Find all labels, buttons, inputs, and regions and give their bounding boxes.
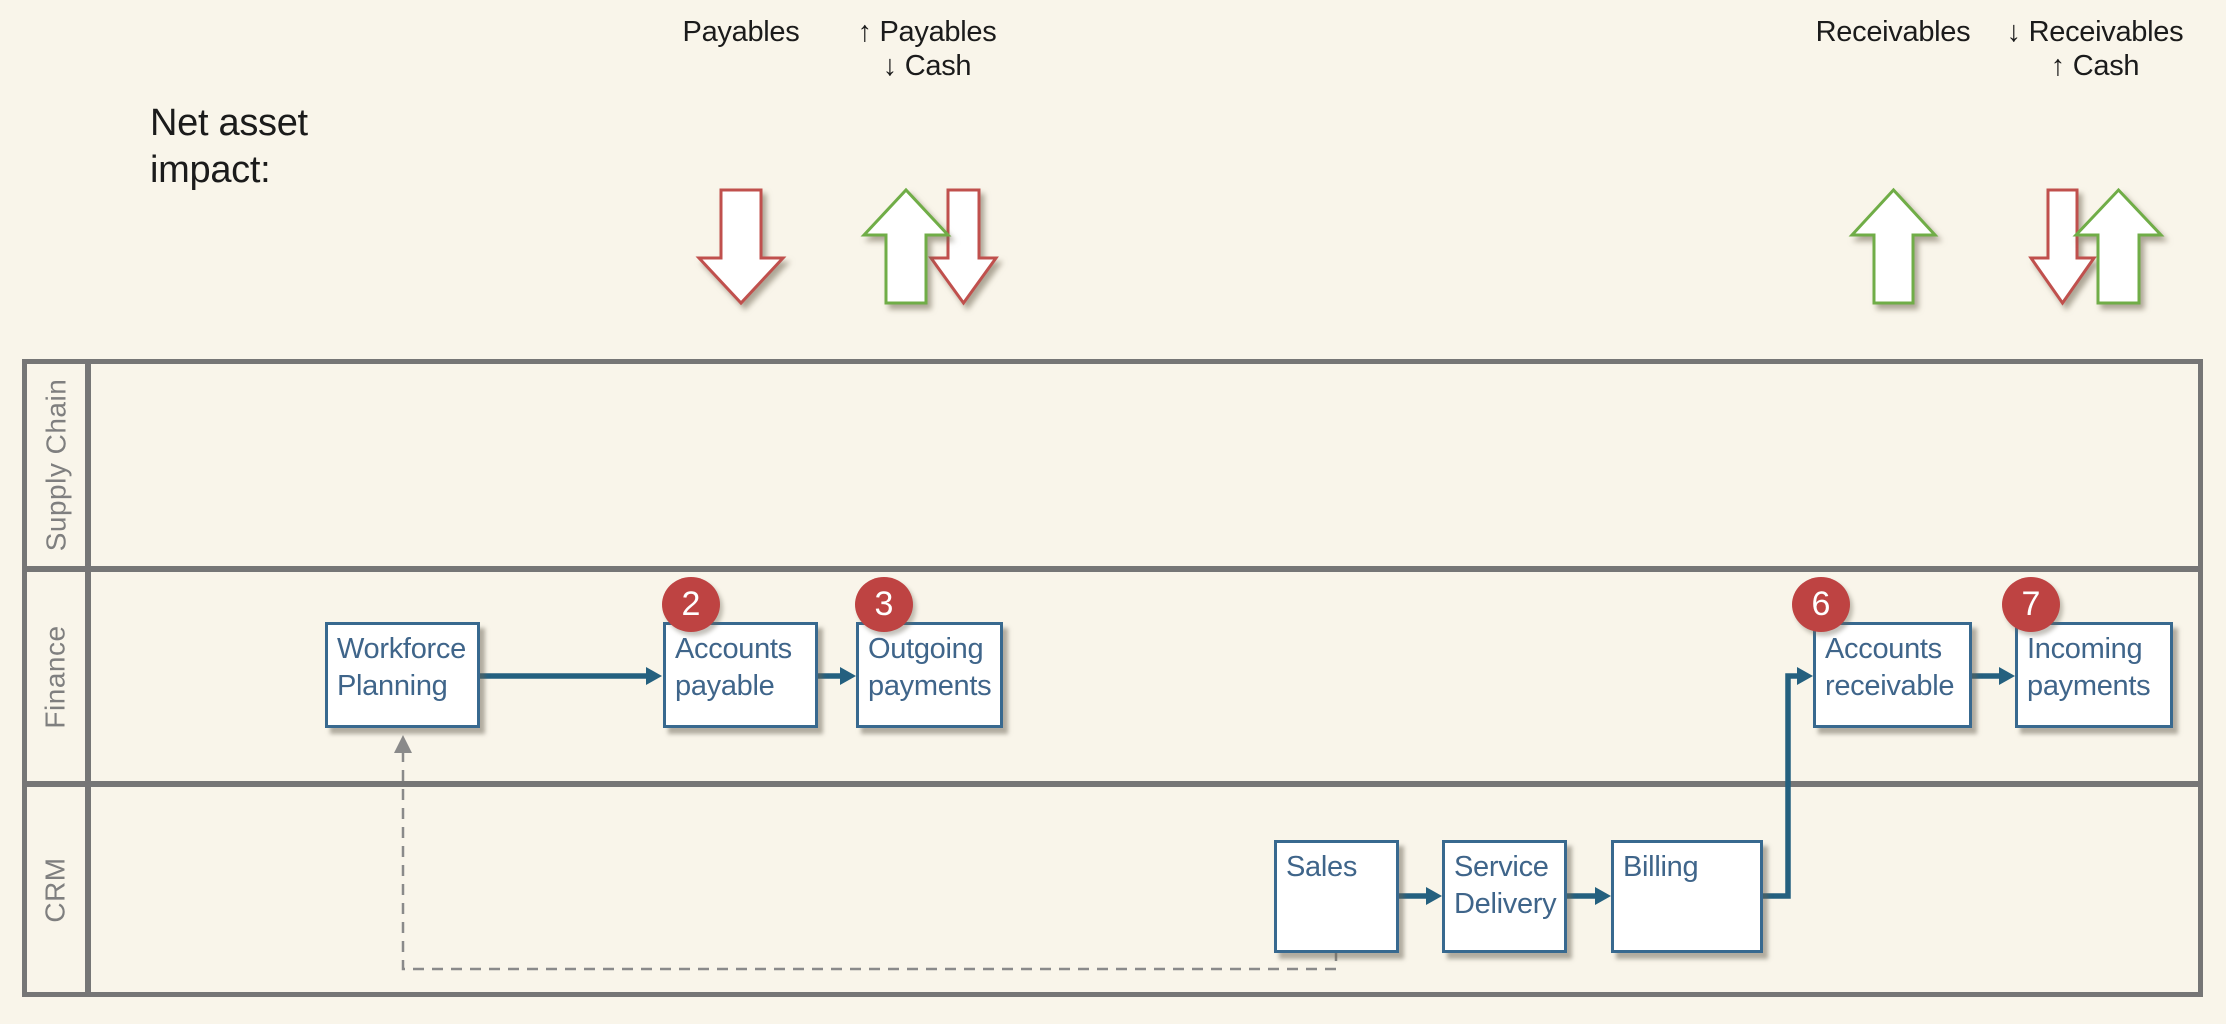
step-badge-number: 3 xyxy=(874,585,894,623)
node-outgoing-payments[interactable]: Outgoing payments xyxy=(856,622,1003,728)
receivables-impact-label: ↓ Receivables ↑ Cash xyxy=(1985,15,2205,83)
node-billing[interactable]: Billing xyxy=(1611,840,1763,953)
step-badge-number: 7 xyxy=(2021,585,2041,623)
node-label: Incoming payments xyxy=(2027,633,2151,702)
payables-impact-line2: ↓ Cash xyxy=(882,50,972,82)
step-badge-number: 2 xyxy=(681,585,701,623)
node-label: Accounts receivable xyxy=(1825,633,1955,702)
node-label: Accounts payable xyxy=(675,633,792,702)
receivables-column-label: Receivables xyxy=(1815,16,1971,48)
page-title: Net asset impact: xyxy=(150,102,308,191)
step-badge-3: 3 xyxy=(855,577,913,632)
step-badge-6: 6 xyxy=(1792,577,1850,632)
swimlane-table xyxy=(22,359,2203,997)
lane-header-supply-chain: Supply Chain xyxy=(27,364,85,566)
lane-divider-supplychain-finance xyxy=(27,566,2198,572)
lane-label: Supply Chain xyxy=(40,378,71,552)
node-label: Outgoing payments xyxy=(868,633,992,702)
step-badge-2: 2 xyxy=(662,577,720,632)
receivables-net-increase-arrow-icon xyxy=(1848,187,1939,305)
node-label: Sales xyxy=(1286,851,1358,883)
receivables-down-cash-up-arrows-icon xyxy=(2028,187,2165,306)
receivables-impact-line2: ↑ Cash xyxy=(2050,50,2140,82)
lane-label: Finance xyxy=(40,624,71,729)
step-badge-7: 7 xyxy=(2002,577,2060,632)
node-label: Service Delivery xyxy=(1454,851,1557,920)
node-accounts-receivable[interactable]: Accounts receivable xyxy=(1813,622,1972,728)
lane-header-finance: Finance xyxy=(27,572,85,781)
lane-label-column-divider xyxy=(85,364,91,992)
receivables-impact-line1: ↓ Receivables xyxy=(2006,16,2184,48)
payables-up-cash-down-arrows-icon xyxy=(860,187,999,306)
payables-net-decrease-arrow-icon xyxy=(695,188,787,306)
payables-column-label: Payables xyxy=(682,16,800,48)
step-badge-number: 6 xyxy=(1811,585,1831,623)
payables-impact-line1: ↑ Payables xyxy=(857,16,997,48)
node-label: Workforce Planning xyxy=(337,633,466,702)
payables-impact-label: ↑ Payables ↓ Cash xyxy=(817,15,1037,83)
node-accounts-payable[interactable]: Accounts payable xyxy=(663,622,818,728)
lane-divider-finance-crm xyxy=(27,781,2198,787)
node-incoming-payments[interactable]: Incoming payments xyxy=(2015,622,2173,728)
node-workforce-planning[interactable]: Workforce Planning xyxy=(325,622,480,728)
node-label: Billing xyxy=(1623,851,1699,883)
node-sales[interactable]: Sales xyxy=(1274,840,1399,953)
lane-header-crm: CRM xyxy=(27,787,85,992)
node-service-delivery[interactable]: Service Delivery xyxy=(1442,840,1567,953)
lane-label: CRM xyxy=(40,856,72,923)
